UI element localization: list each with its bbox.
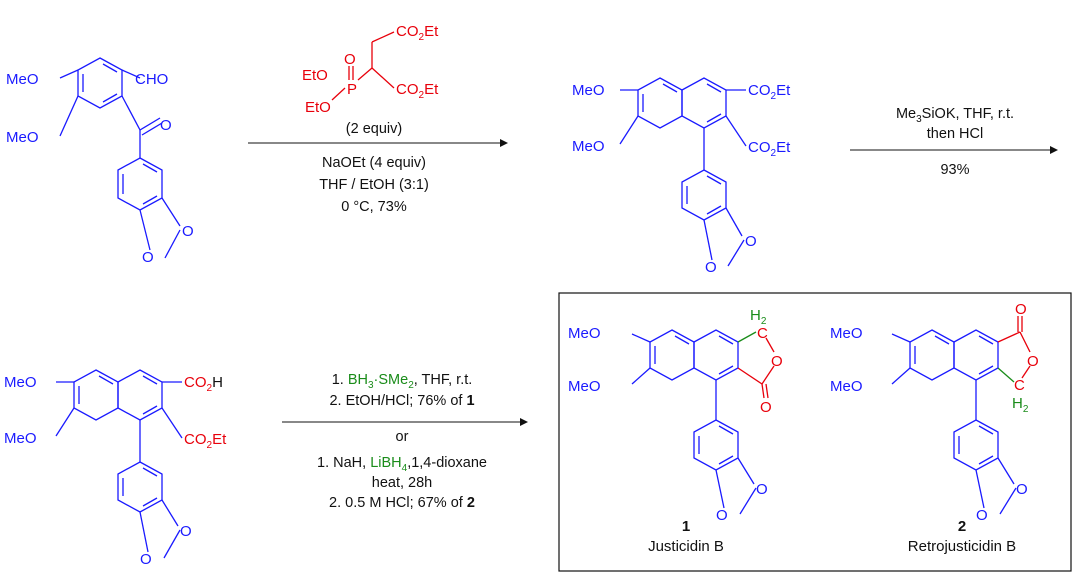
condition-or: or [396, 429, 409, 445]
condition-heat: heat, 28h [372, 475, 432, 491]
naphthalene-diester: MeO MeO CO2Et CO2Et O O [572, 77, 791, 276]
methoxy-label: MeO [6, 129, 39, 146]
oxygen-label: O [760, 399, 772, 416]
oxygen-label: O [142, 249, 154, 266]
methoxy-label: MeO [568, 378, 601, 395]
product-1-number: 1 [682, 518, 690, 535]
ester-label: CO2Et [184, 431, 227, 451]
oxygen-label: O [160, 117, 172, 134]
ethoxy-label: EtO [305, 99, 331, 116]
condition-hydrolysis: Me3SiOK, THF, r.t. [896, 106, 1014, 125]
oxygen-label: O [182, 223, 194, 240]
aldehyde-label: CHO [135, 71, 168, 88]
oxygen-label: O [705, 259, 717, 276]
products-box [558, 292, 1072, 572]
oxygen-label: O [976, 507, 988, 524]
oxygen-label: O [1016, 481, 1028, 498]
oxygen-label: O [180, 523, 192, 540]
oxygen-label: O [140, 551, 152, 568]
acid-label: CO2H [184, 374, 223, 394]
condition-base: NaOEt (4 equiv) [322, 155, 426, 171]
methoxy-label: MeO [4, 374, 37, 391]
naphthalene-monoacid: MeO MeO CO2H CO2Et O O [4, 369, 227, 568]
oxygen-label: O [756, 481, 768, 498]
oxygen-label: O [745, 233, 757, 250]
arrow-2-head [1050, 146, 1058, 154]
condition-reduction: 1. BH3·SMe2, THF, r.t. [332, 372, 473, 391]
ethoxy-label: EtO [302, 67, 328, 84]
product-1-name: Justicidin B [648, 538, 724, 555]
condition-alt-reduction: 1. NaH, LiBH4,1,4-dioxane [317, 455, 487, 474]
justicidin-b-structure: MeO MeO H2 C O O O O [568, 307, 783, 524]
methylene-label: H2 [1012, 395, 1029, 415]
condition-yield: 93% [940, 162, 969, 178]
phosphonate-reagent: CO2Et CO2Et P O EtO EtO [302, 23, 439, 116]
ester-label: CO2Et [396, 81, 439, 101]
methoxy-label: MeO [572, 138, 605, 155]
product-2-name: Retrojusticidin B [908, 538, 1016, 555]
carbon-label: C [757, 325, 768, 342]
starting-material: CHO MeO MeO O O O [6, 57, 194, 266]
oxygen-label: O [344, 51, 356, 68]
oxygen-label: O [1015, 301, 1027, 318]
condition-alt-acid: 2. 0.5 M HCl; 67% of 2 [329, 495, 475, 511]
methylene-label: H2 [750, 307, 767, 327]
phosphorus-label: P [347, 81, 357, 98]
methoxy-label: MeO [830, 325, 863, 342]
condition-temp-yield: 0 °C, 73% [341, 199, 407, 215]
ester-label: CO2Et [396, 23, 439, 43]
arrow-3-head [520, 418, 528, 426]
retrojusticidin-b-structure: MeO MeO O O C H2 O O [830, 301, 1039, 524]
condition-acid: then HCl [927, 126, 983, 142]
condition-lactonization: 2. EtOH/HCl; 76% of 1 [329, 393, 474, 409]
oxygen-label: O [771, 353, 783, 370]
ester-label: CO2Et [748, 139, 791, 159]
condition-solvent: THF / EtOH (3:1) [319, 177, 429, 193]
methoxy-label: MeO [568, 325, 601, 342]
methoxy-label: MeO [6, 71, 39, 88]
reagent-equiv: (2 equiv) [346, 121, 402, 137]
methoxy-label: MeO [572, 82, 605, 99]
arrow-1-head [500, 139, 508, 147]
product-2-number: 2 [958, 518, 966, 535]
ester-label: CO2Et [748, 82, 791, 102]
carbon-label: C [1014, 377, 1025, 394]
oxygen-label: O [1027, 353, 1039, 370]
methoxy-label: MeO [830, 378, 863, 395]
methoxy-label: MeO [4, 430, 37, 447]
oxygen-label: O [716, 507, 728, 524]
